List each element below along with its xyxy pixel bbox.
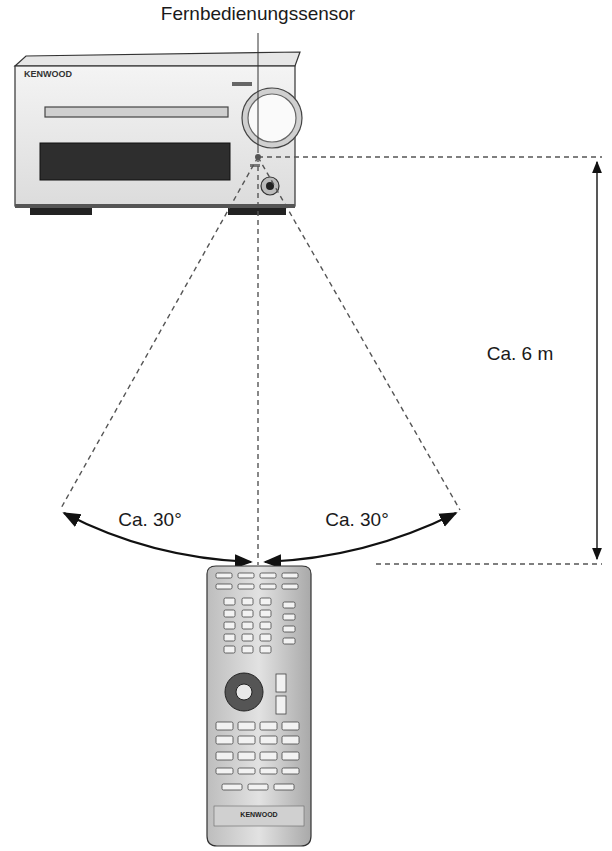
remote-control	[207, 566, 311, 846]
angle-label: Ca. 30°	[118, 510, 182, 531]
leader-line	[258, 33, 259, 153]
angle-label: Ca. 30°	[325, 510, 389, 531]
callout-label: Fernbedienungssensor	[161, 4, 355, 25]
dimension-label: Ca. 6 m	[484, 344, 557, 365]
brand-text: KENWOOD	[240, 811, 277, 819]
stereo-unit	[15, 52, 302, 215]
brand-text: KENWOOD	[24, 70, 72, 80]
beam-lines	[60, 157, 602, 565]
dimension-arrow	[596, 162, 597, 559]
